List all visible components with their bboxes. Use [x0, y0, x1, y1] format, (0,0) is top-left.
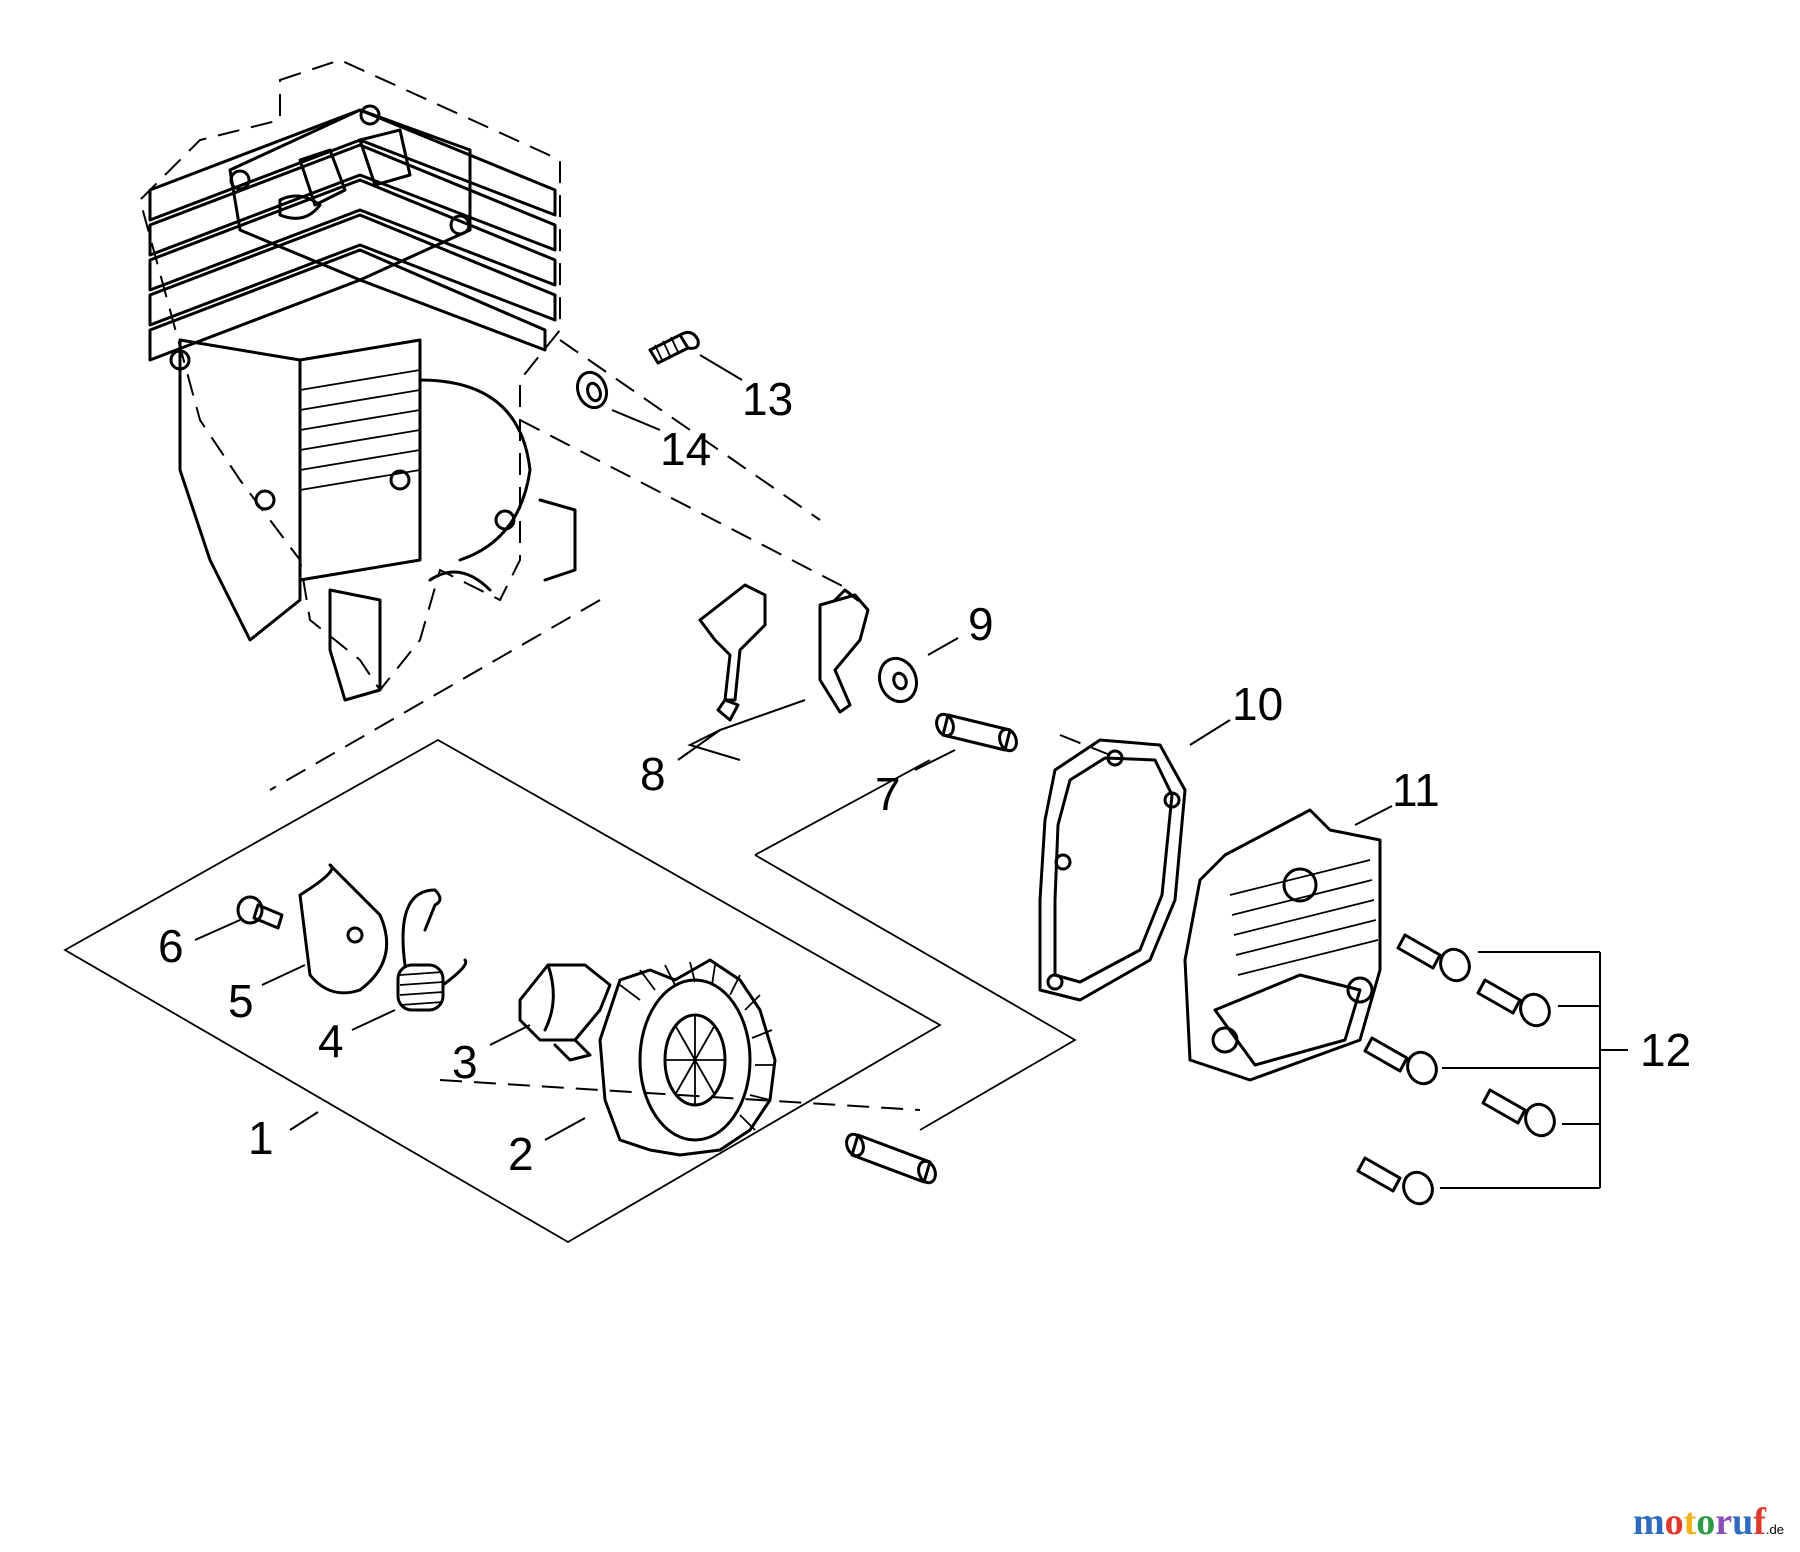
leader-8: [677, 699, 806, 761]
gasket-part-10: [1038, 734, 1187, 1002]
callout-3: 3: [452, 1036, 478, 1088]
leader-10: [1189, 719, 1231, 746]
washer-part-9: [877, 656, 919, 704]
leader-9: [927, 637, 959, 656]
leader-11: [1354, 805, 1393, 826]
leader-4: [351, 1009, 396, 1031]
leader-14: [611, 409, 661, 431]
watermark-suffix: .de: [1765, 1522, 1784, 1537]
callout-8: 8: [640, 748, 666, 800]
washer-part-14: [575, 370, 609, 410]
cover-part-11: [1183, 808, 1382, 1082]
watermark-letter: t: [1683, 1501, 1697, 1543]
watermark-letter: f: [1753, 1501, 1766, 1543]
watermark-logo: motoruf.de: [1633, 1500, 1784, 1544]
callout-1: 1: [248, 1112, 274, 1164]
callout-12: 12: [1640, 1024, 1691, 1076]
watermark-letter: o: [1696, 1501, 1716, 1543]
plate-part-5: [298, 863, 389, 995]
watermark-letter: m: [1632, 1501, 1665, 1543]
leader-2: [544, 1117, 586, 1141]
callout-2: 2: [508, 1128, 534, 1180]
screw-part-13: [648, 330, 700, 365]
leader-7: [914, 749, 956, 771]
leader-6: [194, 919, 241, 941]
leader-3: [489, 1024, 531, 1046]
callout-9: 9: [968, 598, 994, 650]
callout-13: 13: [742, 373, 793, 425]
lever-part-8: [698, 583, 870, 722]
bolt-part-6: [236, 895, 284, 930]
callout-11: 11: [1392, 764, 1440, 816]
gear-part-2: [598, 958, 777, 1157]
callout-10: 10: [1232, 678, 1283, 730]
callout-7: 7: [875, 768, 901, 820]
pin-part-7: [935, 712, 1018, 753]
bracket-12: [1440, 951, 1628, 1189]
leader-5: [261, 964, 306, 986]
weight-part-3: [518, 963, 612, 1062]
assembly-frame-part-1: [63, 738, 1077, 1244]
spring-part-4: [396, 888, 468, 1012]
callout-4: 4: [318, 1015, 344, 1067]
watermark-letter: o: [1664, 1501, 1684, 1543]
watermark-letter: r: [1715, 1501, 1733, 1543]
bolts-part-12: [1356, 933, 1628, 1206]
callout-14: 14: [660, 423, 711, 475]
leader-13: [699, 354, 743, 381]
engine-block: [138, 58, 851, 791]
watermark-brand: motoruf: [1633, 1501, 1766, 1543]
pin-part-7-lower: [845, 1132, 937, 1185]
callout-5: 5: [228, 975, 254, 1027]
callout-6: 6: [158, 920, 184, 972]
watermark-letter: u: [1732, 1501, 1754, 1543]
